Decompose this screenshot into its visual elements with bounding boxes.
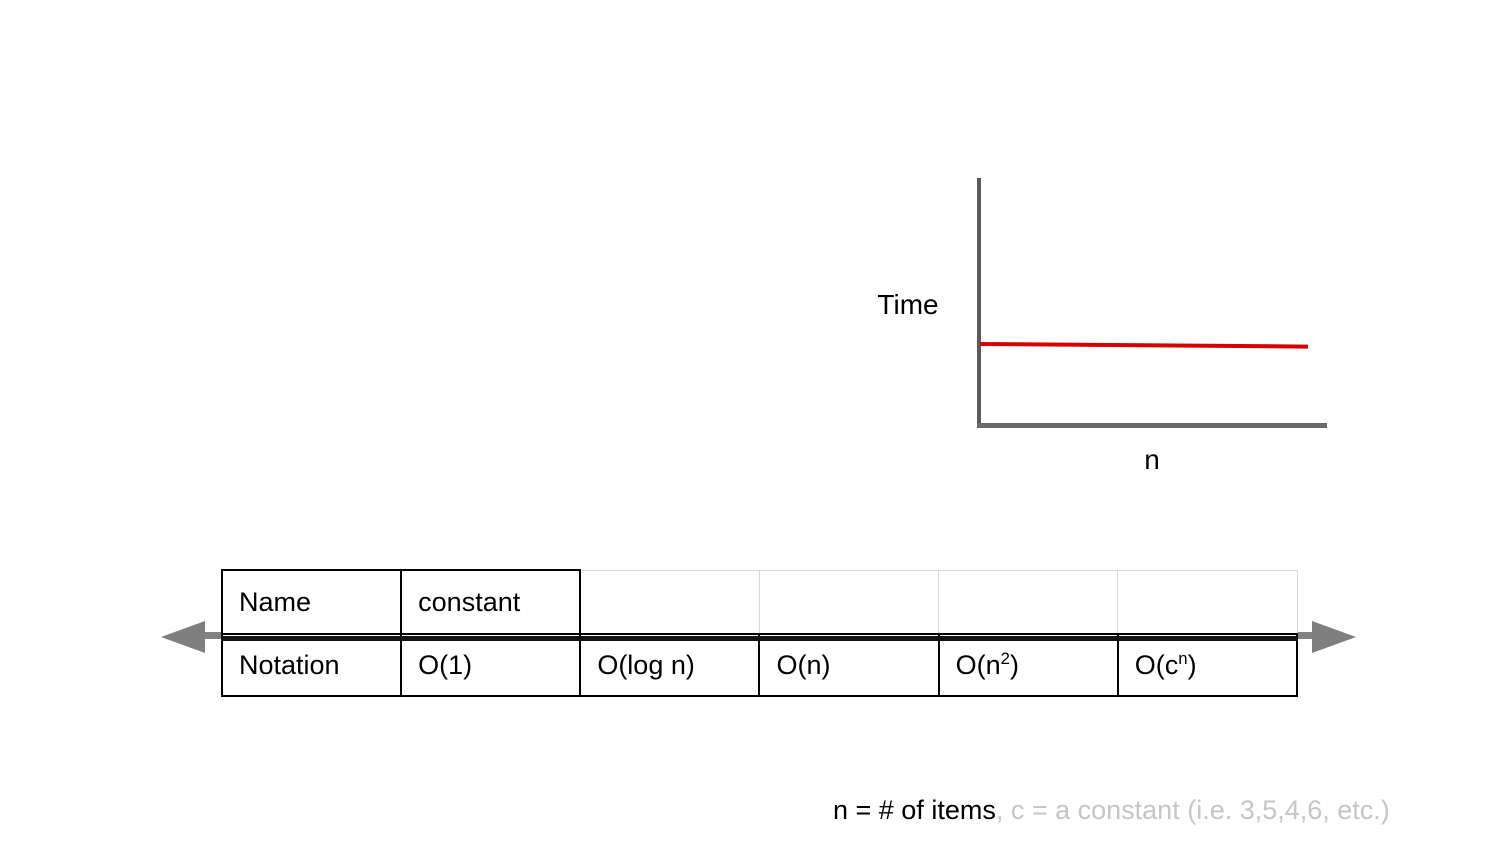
x-axis-label: n bbox=[1144, 444, 1160, 475]
arrow-right-icon bbox=[1312, 621, 1356, 653]
name-cell-constant: constant bbox=[400, 569, 582, 635]
notation-cell-o1: O(1) bbox=[400, 633, 582, 697]
table-row-notation: Notation O(1) O(log n) O(n) O(n2) O(cn) bbox=[220, 633, 1299, 697]
name-cell-empty-1 bbox=[579, 569, 760, 635]
caption-n-definition: n = # of items bbox=[833, 795, 996, 825]
name-cell-empty-4 bbox=[1117, 569, 1298, 635]
notation-cell-ocn: O(cn) bbox=[1116, 633, 1299, 697]
notation-superscript: n bbox=[1178, 649, 1188, 669]
arrow-left-icon bbox=[161, 621, 205, 653]
table-row-name: Name constant bbox=[220, 569, 1298, 635]
notation-cell-on: O(n) bbox=[758, 633, 940, 697]
notation-text: O(1) bbox=[418, 649, 473, 680]
notation-cell-ologn: O(log n) bbox=[579, 633, 761, 697]
y-axis-label: Time bbox=[877, 289, 939, 320]
name-cell-empty-3 bbox=[938, 569, 1119, 635]
notation-row-header: Notation bbox=[220, 633, 403, 697]
notation-cell-on2: O(n2) bbox=[937, 633, 1119, 697]
notation-text: O(log n) bbox=[597, 649, 695, 680]
notation-text: O(n) bbox=[776, 649, 831, 680]
notation-text: O(c bbox=[1134, 649, 1179, 680]
notation-text: O(n bbox=[955, 649, 1001, 680]
complexity-axis-arrow-dark-band bbox=[221, 636, 1298, 641]
legend-caption: n = # of items, c = a constant (i.e. 3,5… bbox=[833, 795, 1390, 826]
name-row-header: Name bbox=[220, 569, 403, 635]
x-axis-line bbox=[977, 423, 1327, 428]
y-axis-line bbox=[977, 178, 981, 428]
caption-c-definition: , c = a constant (i.e. 3,5,4,6, etc.) bbox=[995, 795, 1390, 825]
notation-text-close: ) bbox=[1009, 649, 1019, 680]
notation-text-close: ) bbox=[1187, 649, 1197, 680]
notation-superscript: 2 bbox=[1000, 649, 1010, 669]
complexity-table: Name constant Notation O(1) O(log n) O(n… bbox=[220, 569, 1299, 697]
name-cell-empty-2 bbox=[758, 569, 940, 635]
constant-time-series-line bbox=[979, 342, 1309, 349]
